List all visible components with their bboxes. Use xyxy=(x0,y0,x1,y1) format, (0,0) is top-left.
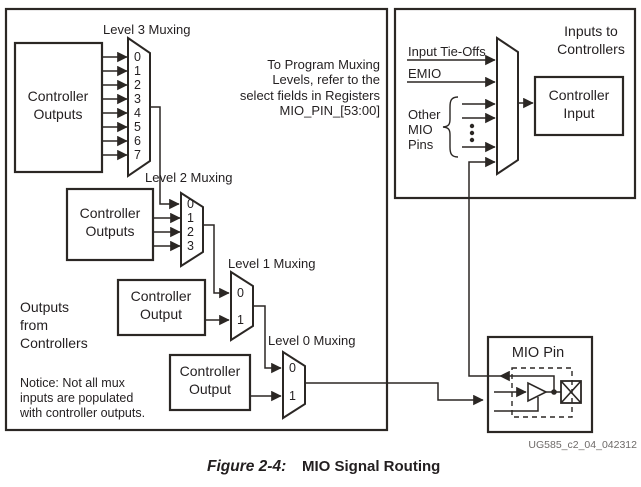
level2-mux xyxy=(180,191,204,268)
level1-mux xyxy=(230,270,254,342)
program-note-line2: Levels, refer to the xyxy=(272,72,380,87)
level0-muxing-label: Level 0 Muxing xyxy=(268,333,355,348)
level3-mux xyxy=(127,36,151,178)
emio-label: EMIO xyxy=(408,66,441,81)
program-note-line1: To Program Muxing xyxy=(267,57,380,72)
level3-port-5: 5 xyxy=(134,120,141,134)
level2-to-level1-wire xyxy=(203,224,230,299)
level2-port-0: 0 xyxy=(187,197,194,211)
level2-input-arrows xyxy=(153,212,181,252)
controller-input-line1: Controller xyxy=(549,87,610,103)
inputs-panel-border xyxy=(393,7,637,200)
other-mio-line3: Pins xyxy=(408,137,434,152)
level3-port-7: 7 xyxy=(134,148,141,162)
outputs-from-controllers-label: Outputs from Controllers xyxy=(20,299,88,351)
level3-port-3: 3 xyxy=(134,92,141,106)
notice-text: Notice: Not all mux inputs are populated… xyxy=(19,376,145,420)
pad-symbol xyxy=(560,380,582,404)
inputs-title-line2: Controllers xyxy=(557,41,625,57)
notice-line1: Notice: Not all mux xyxy=(20,376,126,390)
input-select-mux xyxy=(496,36,519,176)
level0-controller-output-box xyxy=(168,353,252,412)
level3-source-line2: Outputs xyxy=(33,106,82,122)
dot-2 xyxy=(469,130,475,136)
mio-pin-to-mux-wire xyxy=(468,156,500,377)
level0-source-line1: Controller xyxy=(180,363,241,379)
level2-controller-outputs-box xyxy=(65,187,155,262)
level1-port-0: 0 xyxy=(237,286,244,300)
other-mio-pins-label: Other MIO Pins xyxy=(408,107,441,152)
level3-muxing-label: Level 3 Muxing xyxy=(103,22,190,37)
level3-port-2: 2 xyxy=(134,78,141,92)
level2-muxing-label: Level 2 Muxing xyxy=(145,170,232,185)
level1-to-level0-wire xyxy=(253,305,282,374)
level0-mux xyxy=(282,350,306,420)
mio-pin-title: MIO Pin xyxy=(512,345,564,361)
level0-mux-port-numbers: 0 1 xyxy=(289,361,296,403)
level2-source-line1: Controller xyxy=(80,205,141,221)
level0-port-1: 1 xyxy=(289,389,296,403)
outputs-panel-border xyxy=(4,7,389,432)
level2-port-3: 3 xyxy=(187,239,194,253)
notice-line2: inputs are populated xyxy=(20,391,133,405)
level0-to-mio-pin-wire xyxy=(305,382,484,406)
dot-1 xyxy=(469,123,475,129)
figure-caption-label: Figure 2-4: xyxy=(207,458,286,475)
pad-square xyxy=(560,380,582,404)
level0-source-line2: Output xyxy=(189,381,231,397)
outputs-label-line2: from xyxy=(20,317,48,333)
level1-muxing-label: Level 1 Muxing xyxy=(228,256,315,271)
level2-port-2: 2 xyxy=(187,225,194,239)
program-note-line3: select fields in Registers xyxy=(240,88,381,103)
level1-source-line1: Controller xyxy=(131,288,192,304)
level2-source-line2: Outputs xyxy=(85,223,134,239)
output-buffer-triangle xyxy=(527,381,548,403)
output-enable-wire xyxy=(494,397,539,412)
mio-pin-box xyxy=(486,335,594,434)
input-tie-offs-label: Input Tie-Offs xyxy=(408,44,486,59)
level3-mux-port-numbers: 0 1 2 3 4 5 6 7 xyxy=(134,50,141,162)
other-mio-line1: Other xyxy=(408,107,441,122)
pad-x-mark xyxy=(560,380,582,404)
level1-mux-port-numbers: 0 1 xyxy=(237,286,244,327)
dot-3 xyxy=(469,137,475,143)
level1-source-line2: Output xyxy=(140,306,182,322)
program-note-line4: MIO_PIN_[53:00] xyxy=(280,103,380,118)
other-mio-line2: MIO xyxy=(408,122,433,137)
junction-dot xyxy=(551,389,557,395)
outputs-label-line3: Controllers xyxy=(20,335,88,351)
level3-port-4: 4 xyxy=(134,106,141,120)
other-mio-wires xyxy=(462,98,496,153)
level3-to-level2-wire xyxy=(150,106,180,210)
level0-port-0: 0 xyxy=(289,361,296,375)
level3-source-line1: Controller xyxy=(28,88,89,104)
level3-port-6: 6 xyxy=(134,134,141,148)
level2-mux-port-numbers: 0 1 2 3 xyxy=(187,197,194,253)
level3-port-1: 1 xyxy=(134,64,141,78)
notice-line3: with controller outputs. xyxy=(19,406,145,420)
level3-input-arrows xyxy=(102,51,128,161)
figure-caption-title: MIO Signal Routing xyxy=(302,458,440,475)
figure-watermark: UG585_c2_04_042312 xyxy=(528,439,637,451)
controller-input-line2: Input xyxy=(563,105,594,121)
inputs-title-line1: Inputs to xyxy=(564,23,618,39)
level2-port-1: 1 xyxy=(187,211,194,225)
ellipsis-dots xyxy=(469,123,475,143)
level1-port-1: 1 xyxy=(237,313,244,327)
level1-controller-output-box xyxy=(116,278,207,337)
program-note: To Program Muxing Levels, refer to the s… xyxy=(240,57,381,118)
controller-input-box xyxy=(533,75,625,137)
other-mio-brace xyxy=(442,96,459,158)
level3-port-0: 0 xyxy=(134,50,141,64)
pad-input-path-arrow xyxy=(499,370,555,392)
level3-controller-outputs-box xyxy=(13,41,104,174)
outputs-label-line1: Outputs xyxy=(20,299,69,315)
